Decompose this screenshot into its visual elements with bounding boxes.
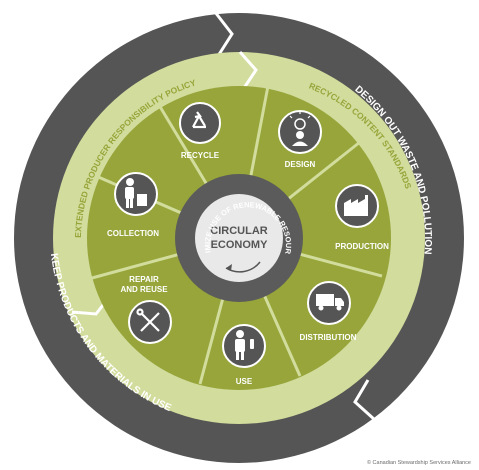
factory-icon: [344, 195, 368, 216]
stage-use-label: USE: [236, 377, 253, 386]
stage-recycle: RECYCLE: [179, 102, 221, 160]
policy-ring-divider: [238, 51, 258, 89]
center-title-line2: ECONOMY: [211, 239, 269, 251]
stage-production: PRODUCTION: [335, 184, 389, 251]
stage-distribution-label: DISTRIBUTION: [300, 333, 357, 342]
outer-ring-divider-top: [213, 11, 234, 57]
collection-icon-circle: [114, 172, 158, 216]
lightbulb-person-icon: [289, 111, 311, 146]
stage-collection-label: COLLECTION: [107, 229, 159, 238]
recycle-icon: [192, 111, 206, 129]
copyright-credit: © Canadian Stewardship Services Alliance: [366, 460, 471, 466]
stage-use: USE: [222, 324, 266, 386]
stage-repair-and-reuse: REPAIR AND REUSE: [120, 275, 172, 344]
stage-collection: COLLECTION: [107, 172, 159, 238]
stage-production-label: PRODUCTION: [335, 242, 389, 251]
center-disc: [195, 194, 283, 282]
truck-icon: [316, 294, 344, 311]
stage-repair-label-line2: AND REUSE: [120, 285, 168, 294]
recycle-icon-circle: [179, 102, 221, 144]
stage-distribution: DISTRIBUTION: [300, 281, 357, 342]
person-bottle-icon: [235, 330, 254, 360]
stage-recycle-label: RECYCLE: [181, 151, 220, 160]
outer-ring-divider-bottom: [353, 379, 377, 422]
center-title-line1: CIRCULAR: [210, 225, 267, 237]
stage-design: DESIGN: [278, 110, 322, 169]
stage-repair-label-line1: REPAIR: [129, 275, 159, 284]
stage-design-label: DESIGN: [285, 160, 316, 169]
center-arrow-head: [226, 264, 232, 271]
tools-icon: [136, 308, 160, 332]
person-bin-icon: [125, 178, 147, 208]
